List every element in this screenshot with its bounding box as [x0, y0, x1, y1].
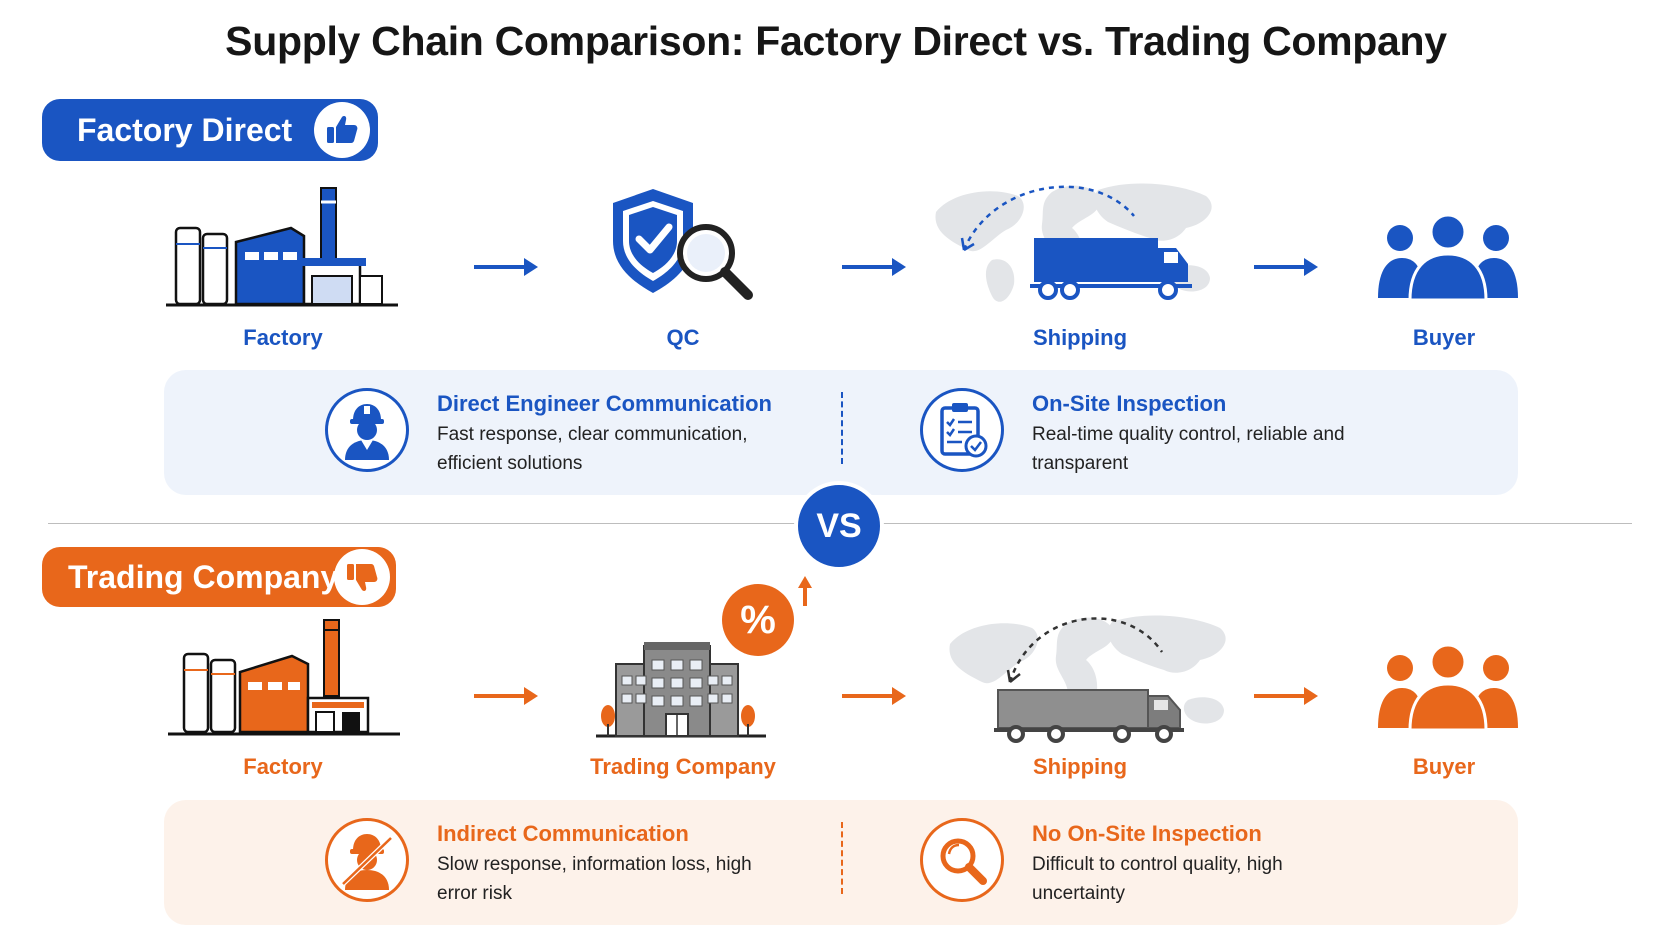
feature-title-indirect-communication: Indirect Communication: [437, 821, 689, 846]
stage-label-shipping: Shipping: [1032, 325, 1128, 350]
thumbs-up-icon: [314, 102, 370, 158]
stage-label-buyer: Buyer: [1412, 325, 1476, 350]
markup-percent-icon: %: [722, 576, 814, 663]
factory-icon: [168, 616, 404, 743]
feature-desc-indirect-communication: Slow response, information loss, high er…: [437, 854, 752, 904]
flow-arrow: [840, 684, 910, 713]
truck-world-map-icon: [936, 604, 1256, 749]
stage-label-trading-company: Trading Company: [590, 754, 776, 779]
panel-divider: [841, 822, 843, 894]
stage-label-shipping: Shipping: [1032, 754, 1128, 779]
flow-arrow: [1252, 684, 1322, 713]
office-building-icon: [596, 640, 776, 745]
factory-direct-label: Factory Direct: [77, 111, 293, 148]
feature-title-direct-communication: Direct Engineer Communication: [437, 391, 772, 416]
vs-badge: VS: [794, 481, 884, 571]
svg-text:%: %: [740, 598, 776, 642]
feature-desc-no-onsite-inspection: Difficult to control quality, high uncer…: [1032, 854, 1283, 904]
feature-title-no-onsite-inspection: No On-Site Inspection: [1032, 821, 1262, 846]
factory-icon: [166, 186, 402, 313]
flow-arrow: [472, 255, 542, 284]
panel-divider: [841, 392, 843, 464]
magnifier-icon: [920, 818, 1004, 902]
trading-company-badge: Trading Company: [42, 547, 396, 607]
people-group-icon: [1378, 212, 1518, 313]
truck-world-map-icon: [922, 172, 1242, 317]
page-title: Supply Chain Comparison: Factory Direct …: [225, 18, 1447, 64]
engineer-icon: [325, 388, 409, 472]
factory-direct-badge: Factory Direct: [42, 99, 378, 161]
flow-arrow: [472, 684, 542, 713]
flow-arrow: [840, 255, 910, 284]
thumbs-down-icon: [334, 549, 390, 605]
shield-check-magnifier-icon: [605, 185, 765, 310]
engineer-crossed-icon: [325, 818, 409, 902]
flow-arrow: [1252, 255, 1322, 284]
stage-label-factory: Factory: [243, 325, 323, 350]
feature-title-onsite-inspection: On-Site Inspection: [1032, 391, 1227, 416]
stage-label-qc: QC: [666, 325, 700, 350]
feature-desc-direct-communication: Fast response, clear communication, effi…: [437, 424, 748, 474]
stage-label-buyer: Buyer: [1412, 754, 1476, 779]
stage-label-factory: Factory: [243, 754, 323, 779]
clipboard-check-icon: [920, 388, 1004, 472]
people-group-icon: [1378, 642, 1518, 743]
trading-company-label: Trading Company: [68, 558, 339, 595]
feature-desc-onsite-inspection: Real-time quality control, reliable and …: [1032, 424, 1345, 474]
